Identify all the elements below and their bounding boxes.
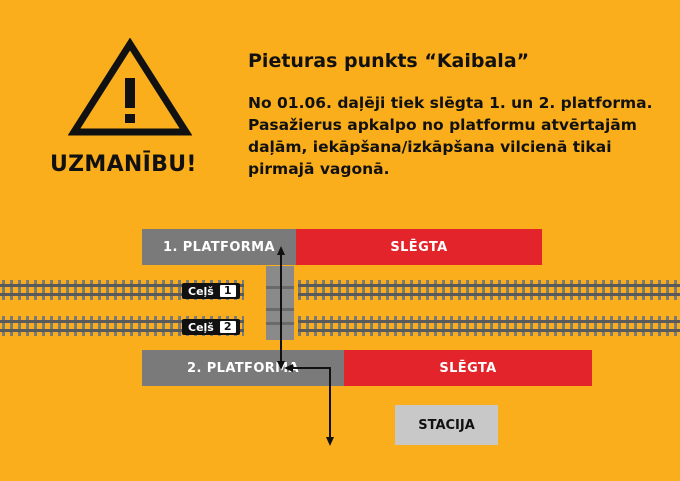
warning-label: UZMANĪBU!: [50, 152, 197, 177]
warning-triangle-icon: [68, 38, 192, 136]
track-1: [0, 280, 680, 300]
crossing-tie: [266, 308, 294, 311]
track-2: [0, 316, 680, 336]
crossing-tie: [266, 286, 294, 289]
level-crossing: [266, 266, 294, 340]
platform-2-open: 2. PLATFORMA: [142, 350, 344, 386]
platform-1-open: 1. PLATFORMA: [142, 229, 296, 265]
notice-title: Pieturas punkts “Kaibala”: [248, 50, 530, 72]
track-2-label: Ceļš 2: [182, 319, 240, 335]
crossing-tie: [266, 322, 294, 325]
track-1-label: Ceļš 1: [182, 283, 240, 299]
notice: Pieturas punkts “Kaibala” No 01.06. daļē…: [248, 50, 658, 180]
track-1-number: 1: [218, 284, 237, 298]
platform-2-closed: SLĒGTA: [344, 350, 592, 386]
platform-1-closed: SLĒGTA: [296, 229, 542, 265]
station-building: STACIJA: [395, 405, 498, 445]
warning-block: UZMANĪBU!: [40, 38, 220, 188]
notice-body: No 01.06. daļēji tiek slēgta 1. un 2. pl…: [248, 94, 653, 178]
track-2-number: 2: [218, 320, 237, 334]
